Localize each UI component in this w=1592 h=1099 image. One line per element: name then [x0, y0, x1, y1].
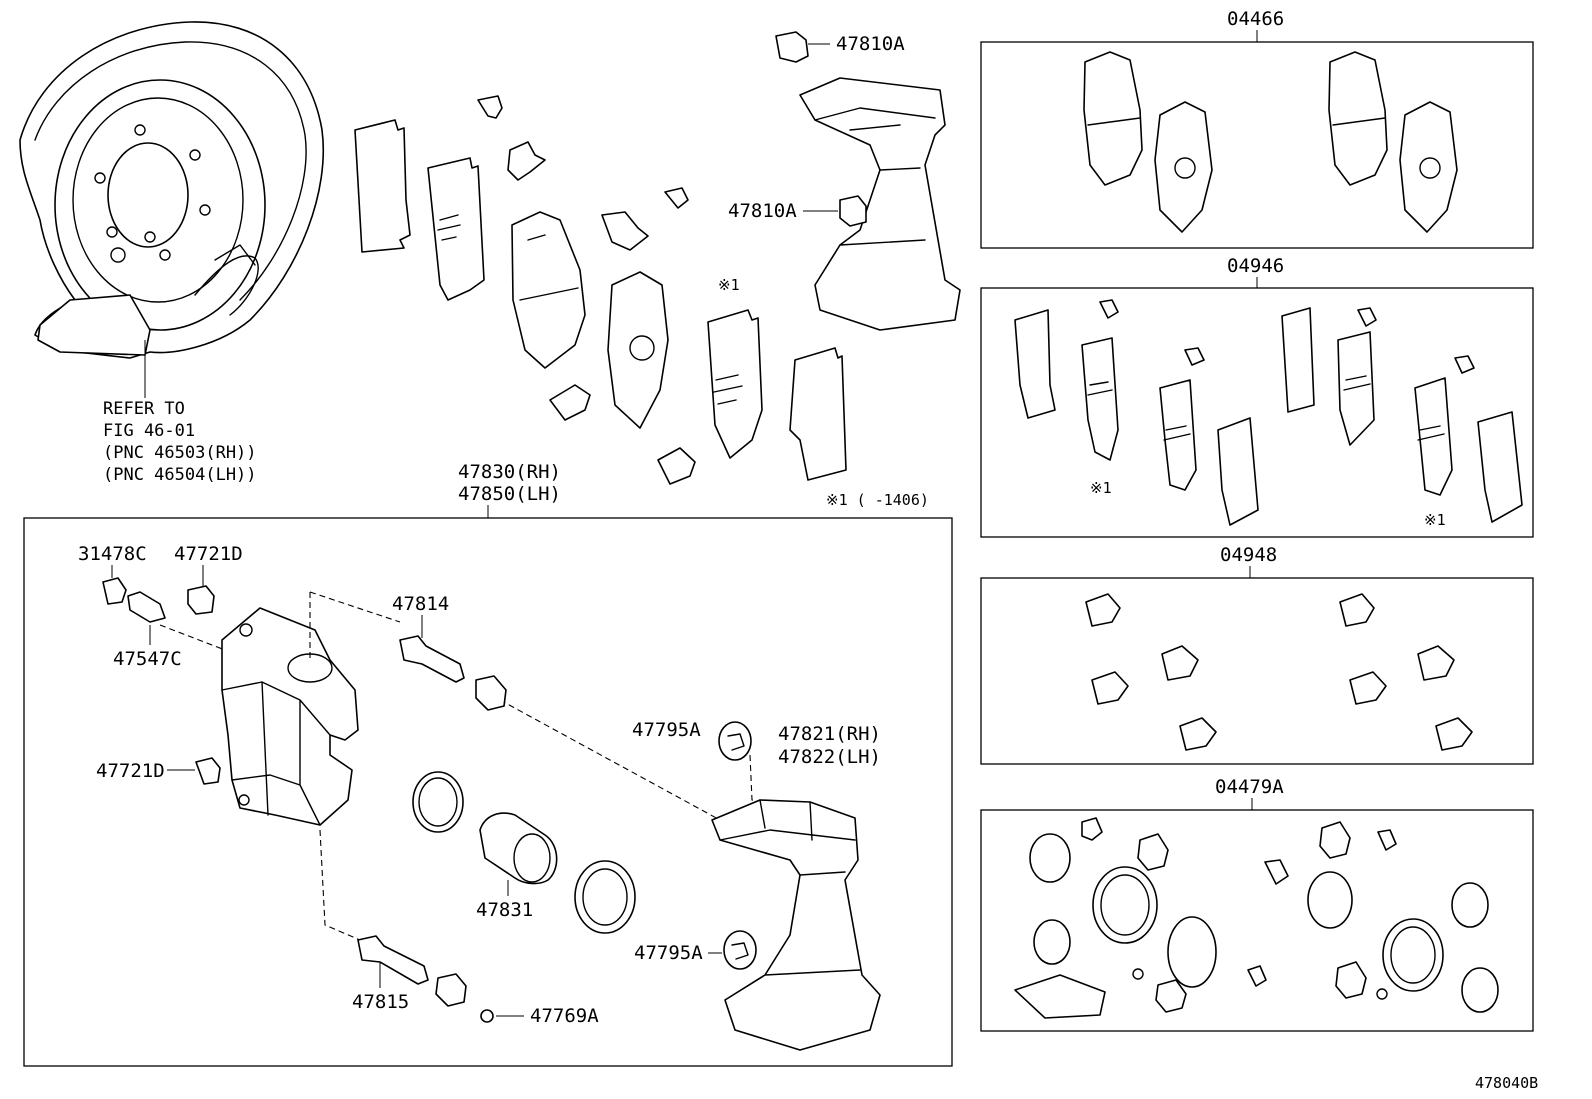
label-47721d-upper: 47721D: [174, 543, 243, 565]
label-47822-lh: 47822(LH): [778, 746, 881, 768]
dust-shield-illustration: [19, 21, 325, 398]
reference-line-3: (PNC 46503(RH)): [103, 443, 257, 463]
dash-mounting: [749, 754, 771, 806]
plate-47795a-upper: [718, 721, 752, 761]
kit-04948-illustration: [1085, 593, 1473, 751]
label-caliper-rh: 47830(RH): [458, 461, 561, 483]
dash-upper: [159, 591, 401, 660]
reference-line-2: FIG 46-01: [103, 421, 195, 441]
reference-line-1: REFER TO: [103, 399, 185, 419]
label-47831: 47831: [476, 899, 533, 921]
label-31478c: 31478C: [78, 543, 147, 565]
label-47810a-top: 47810A: [836, 33, 905, 55]
kit-04946-mark-right: ※1: [1424, 511, 1446, 529]
kit-box-04946: [980, 287, 1534, 538]
label-47769a: 47769A: [530, 1005, 599, 1027]
kit-box-04479a: [980, 809, 1534, 1032]
plate-47795a-lower: [723, 930, 757, 970]
bolt-47721d-lower: [195, 757, 221, 785]
slide-pin-47814: [399, 635, 507, 711]
label-caliper-lh: 47850(LH): [458, 483, 561, 505]
dash-lower: [319, 829, 361, 941]
mounting-bracket-illustration: [711, 799, 881, 1051]
bolt-47721d-upper: [187, 585, 215, 615]
pad-stack-illustration: [354, 95, 847, 485]
kit-04466-illustration: [1083, 51, 1458, 233]
kit-code-04948: 04948: [1220, 544, 1277, 566]
bolt-47810a-top: [775, 31, 830, 63]
reference-note: REFER TO FIG 46-01 (PNC 46503(RH)) (PNC …: [103, 399, 257, 485]
slide-pin-47815: [357, 935, 467, 1007]
label-47795a-lower: 47795A: [634, 942, 703, 964]
label-47814: 47814: [392, 593, 449, 615]
piston-parts: [412, 771, 636, 934]
label-47815: 47815: [352, 991, 409, 1013]
kit-04946-mark-left: ※1: [1090, 479, 1112, 497]
kit-04946-illustration: [1014, 299, 1523, 526]
dash-diagonal: [499, 699, 721, 821]
kit-code-04466: 04466: [1227, 8, 1284, 30]
caliper-body-illustration: [221, 607, 359, 826]
label-47821-rh: 47821(RH): [778, 723, 881, 745]
bolt-47810a-mid: [803, 195, 867, 227]
label-47810a-mid: 47810A: [728, 200, 797, 222]
bleeder-parts: [102, 577, 166, 623]
pad-note-mark: ※1: [718, 276, 740, 294]
label-47721d-lower: 47721D: [96, 760, 165, 782]
kit-code-04946: 04946: [1227, 255, 1284, 277]
kit-04479a-illustration: [1014, 817, 1499, 1019]
label-47795a-upper: 47795A: [632, 719, 701, 741]
kit-box-04948: [980, 577, 1534, 765]
top-mounting-illustration: [799, 77, 961, 331]
kit-box-04466: [980, 41, 1534, 249]
label-47547c: 47547C: [113, 648, 182, 670]
pad-note: ※1 ( -1406): [826, 491, 929, 509]
caliper-assy-box: [23, 517, 953, 1067]
kit-code-04479a: 04479A: [1215, 776, 1284, 798]
reference-line-4: (PNC 46504(LH)): [103, 465, 257, 485]
diagram-code: 478040B: [1475, 1074, 1538, 1092]
bushing-47769a: [480, 1009, 494, 1023]
